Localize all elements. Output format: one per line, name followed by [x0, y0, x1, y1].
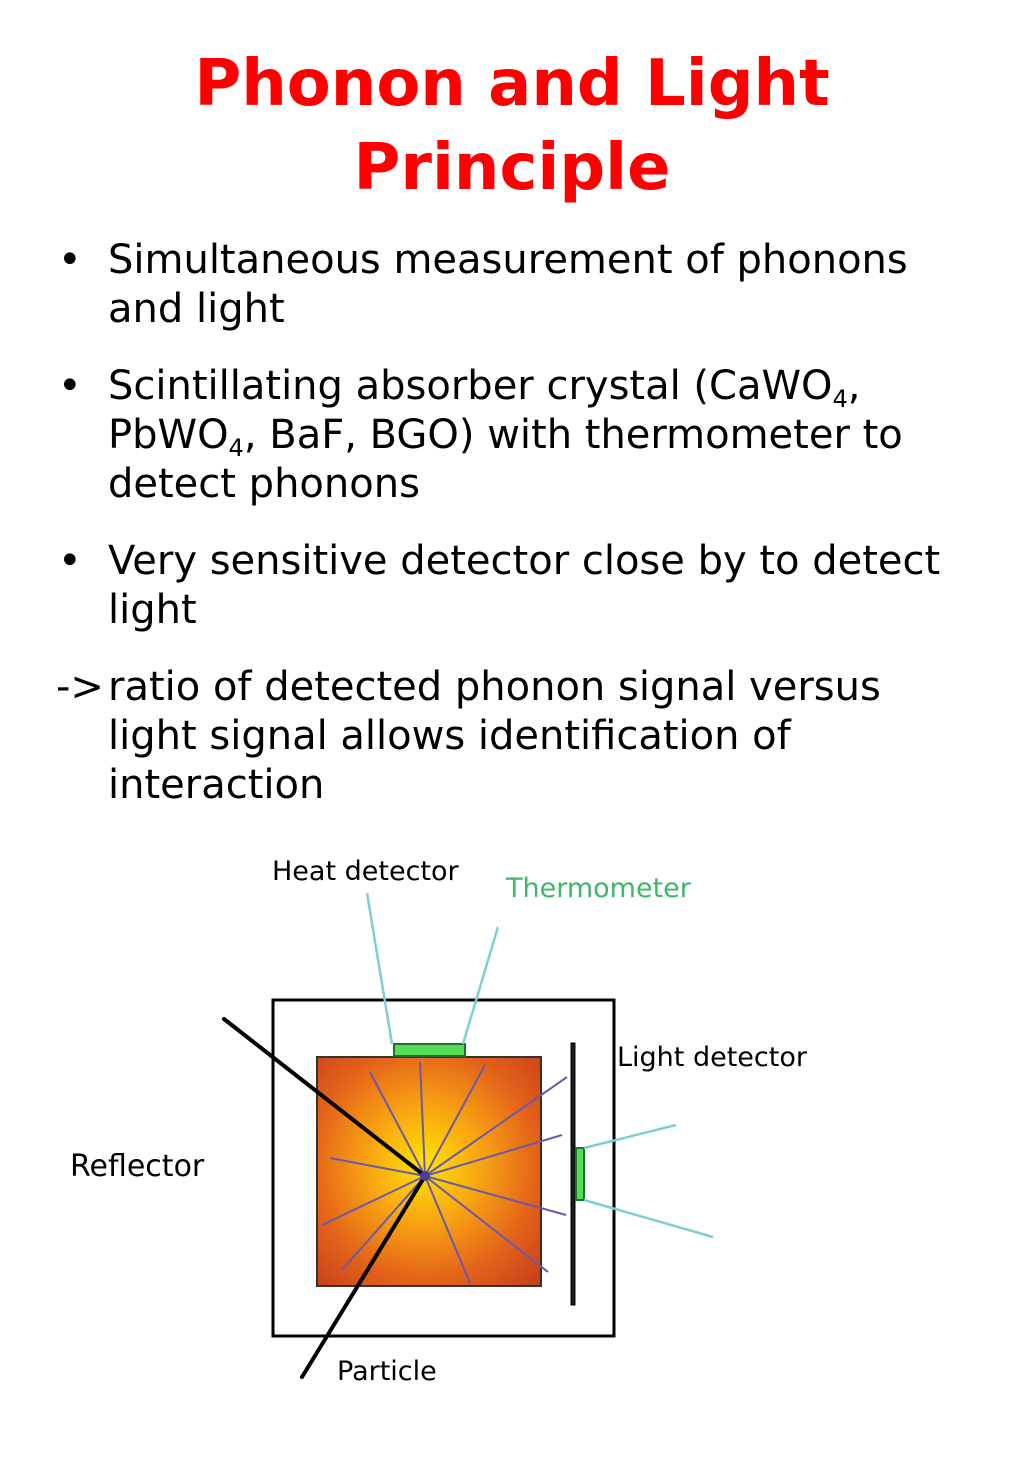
- bullet-list: • Simultaneous measurement of phonons an…: [56, 236, 958, 838]
- bullet-marker: •: [58, 538, 82, 584]
- reflector-box: [271, 998, 616, 1338]
- bullet-text-part: Scintillating absorber crystal (CaWO: [108, 363, 833, 409]
- bullet-text-part: , BaF, BGO) with thermometer to detect p…: [108, 412, 903, 507]
- conclusion-item: -> ratio of detected phonon signal versu…: [56, 663, 958, 810]
- thermometer-label: Thermometer: [505, 873, 692, 904]
- light-thermometer: [575, 1147, 585, 1201]
- arrow-marker: ->: [56, 664, 104, 710]
- heat-thermometer: [393, 1043, 466, 1057]
- scintillation-rays: [321, 1061, 568, 1284]
- slide-title: Phonon and Light Principle: [0, 42, 1024, 210]
- subscript: 4: [228, 434, 244, 462]
- bullet-text: Very sensitive detector close by to dete…: [108, 538, 941, 633]
- crystal: [316, 1056, 542, 1287]
- reflector-label: Reflector: [70, 1149, 205, 1184]
- bullet-text: Simultaneous measurement of phonons and …: [108, 237, 908, 332]
- light-detector-plate: [570, 1042, 576, 1306]
- bullet-marker: •: [58, 237, 82, 283]
- bullet-item: • Simultaneous measurement of phonons an…: [58, 236, 958, 334]
- interaction-point: [420, 1171, 430, 1181]
- leader-lines: [365, 892, 714, 1239]
- title-line-1: Phonon and Light: [194, 47, 830, 121]
- bullet-text-part: , PbWO: [108, 363, 861, 458]
- light-detector-label: Light detector: [617, 1042, 808, 1073]
- particle-label: Particle: [337, 1356, 437, 1387]
- conclusion-text: ratio of detected phonon signal versus l…: [108, 664, 881, 808]
- particle-track: [222, 1017, 427, 1379]
- heat-detector-label: Heat detector: [272, 856, 460, 887]
- bullet-marker: •: [58, 363, 82, 409]
- title-line-2: Principle: [353, 131, 671, 205]
- bullet-item: • Scintillating absorber crystal (CaWO4,…: [58, 362, 958, 509]
- detector-diagram: Heat detector Thermometer Light detector…: [70, 856, 808, 1387]
- bullet-item: • Very sensitive detector close by to de…: [58, 537, 958, 635]
- subscript: 4: [832, 385, 848, 413]
